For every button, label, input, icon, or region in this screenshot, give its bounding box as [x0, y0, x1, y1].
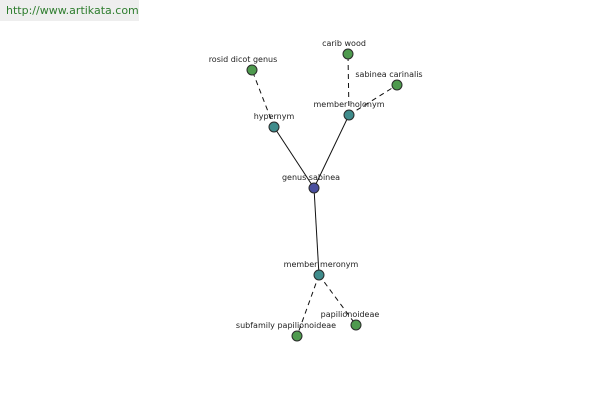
node-sabinea-carinalis-marker[interactable]: [391, 79, 403, 91]
node-genus-sabinea-label[interactable]: genus sabinea: [282, 173, 340, 182]
node-hypernym[interactable]: hypernym: [254, 112, 295, 133]
node-subfamily-papilionoideae-label[interactable]: subfamily papilionoideae: [236, 321, 336, 330]
node-carib-wood-marker[interactable]: [342, 48, 354, 60]
node-sabinea-carinalis[interactable]: sabinea carinalis: [355, 70, 423, 91]
node-papilionoideae-label[interactable]: papilionoideae: [321, 310, 380, 319]
node-carib-wood[interactable]: carib wood: [322, 39, 366, 60]
node-rosid-dicot-genus-label[interactable]: rosid dicot genus: [209, 55, 278, 64]
edge-hypernym-to-rosid-dicot-genus: [251, 69, 275, 128]
node-hypernym-label[interactable]: hypernym: [254, 112, 295, 121]
edge-genus-sabinea-to-member-holonym: [313, 114, 350, 189]
edge-member-holonym-to-carib-wood: [347, 53, 350, 116]
node-subfamily-papilionoideae-marker[interactable]: [291, 330, 303, 342]
site-watermark: http://www.artikata.com: [0, 0, 139, 21]
node-member-meronym-marker[interactable]: [313, 269, 325, 281]
node-sabinea-carinalis-label[interactable]: sabinea carinalis: [355, 70, 422, 79]
edge-genus-sabinea-to-hypernym: [273, 126, 315, 189]
edges-layer: [251, 53, 398, 337]
node-member-holonym-label[interactable]: member holonym: [313, 100, 384, 109]
node-member-meronym[interactable]: member meronym: [284, 260, 359, 281]
node-rosid-dicot-genus[interactable]: rosid dicot genus: [209, 55, 278, 76]
node-genus-sabinea[interactable]: genus sabinea: [282, 173, 340, 194]
edge-member-holonym-to-sabinea-carinalis: [348, 84, 398, 116]
edge-genus-sabinea-to-member-meronym: [313, 187, 320, 276]
node-member-holonym[interactable]: member holonym: [313, 100, 385, 121]
node-member-holonym-marker[interactable]: [343, 109, 355, 121]
node-member-meronym-label[interactable]: member meronym: [284, 260, 359, 269]
edge-member-meronym-to-papilionoideae: [318, 274, 357, 326]
node-hypernym-marker[interactable]: [268, 121, 280, 133]
node-subfamily-papilionoideae[interactable]: subfamily papilionoideae: [236, 321, 336, 342]
node-rosid-dicot-genus-marker[interactable]: [246, 64, 258, 76]
node-carib-wood-label[interactable]: carib wood: [322, 39, 366, 48]
nodes-layer: genus sabinea hypernym member holonym membe…: [209, 39, 423, 342]
node-papilionoideae[interactable]: papilionoideae: [321, 310, 380, 331]
node-genus-sabinea-marker[interactable]: [308, 182, 320, 194]
edge-member-meronym-to-subfamily-papilionoideae: [296, 274, 320, 337]
node-papilionoideae-marker[interactable]: [350, 319, 362, 331]
